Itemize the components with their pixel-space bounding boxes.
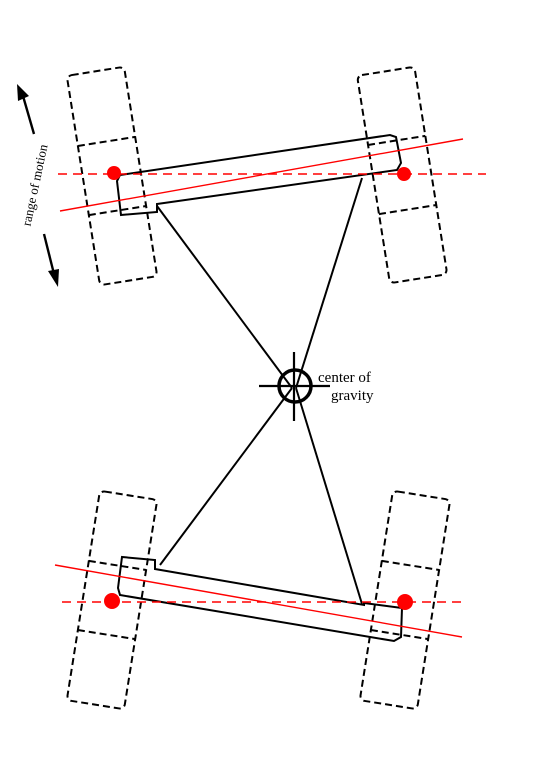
- strut-front-left: [156, 205, 293, 389]
- pivot-rear-right: [397, 594, 413, 610]
- front-axle-steered-line: [59, 138, 464, 212]
- wheel-rear-right: [359, 490, 451, 710]
- rear-axle-steered-line: [54, 564, 463, 638]
- double-headed-vertical-arrow-icon: [17, 84, 59, 287]
- pivot-front-left: [107, 166, 121, 180]
- range-of-motion-label: range of motion: [19, 142, 51, 227]
- pivot-front-right: [397, 167, 411, 181]
- cog-label-line1: center of: [318, 370, 371, 386]
- strut-rear-left: [159, 387, 293, 566]
- strut-rear-right: [295, 387, 363, 605]
- cog-label-line2: gravity: [331, 388, 374, 404]
- struts: [156, 177, 363, 605]
- rear-axle-beam: [116, 555, 404, 643]
- pivot-rear-left: [104, 593, 120, 609]
- wheel-rear-left: [66, 490, 158, 710]
- strut-front-right: [295, 177, 363, 389]
- crosshair-circle-icon: [259, 352, 330, 421]
